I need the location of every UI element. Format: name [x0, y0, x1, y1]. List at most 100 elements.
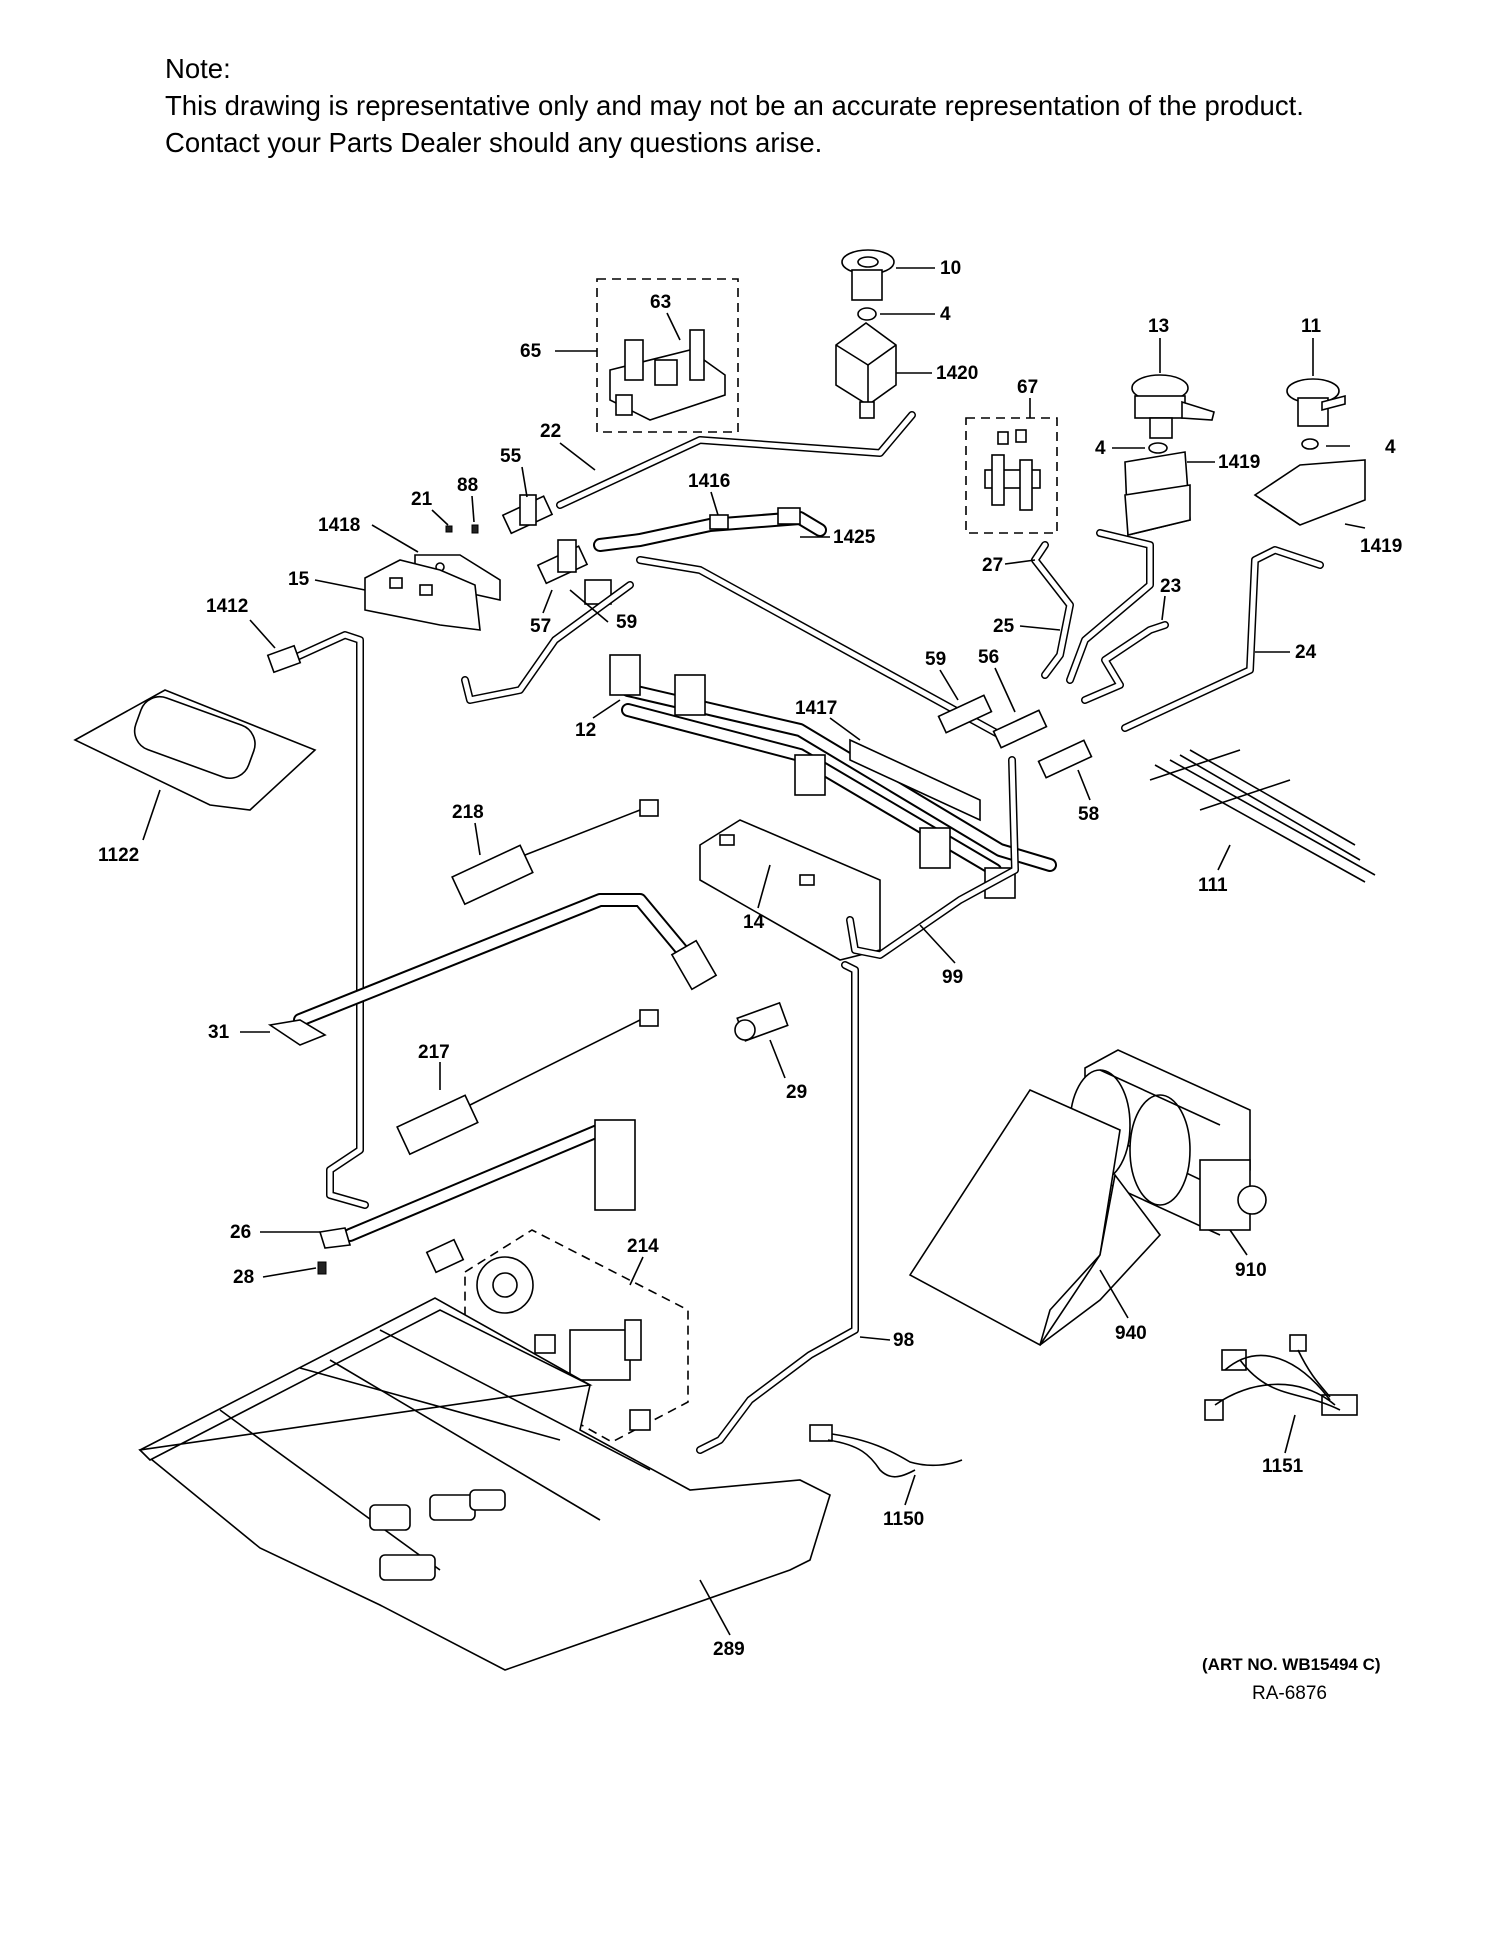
note-heading: Note: — [165, 53, 231, 84]
igniter-218 — [451, 799, 659, 906]
callout-218: 218 — [452, 802, 484, 823]
callout-111: 111 — [1198, 875, 1228, 896]
burner-31-end — [670, 939, 718, 991]
thermostat-10 — [841, 249, 895, 301]
valve-58 — [1037, 739, 1093, 779]
callout-26: 26 — [230, 1222, 251, 1243]
callout-58: 58 — [1078, 804, 1099, 825]
plate-1122 — [73, 689, 317, 811]
callout-214: 214 — [627, 1236, 659, 1257]
igniter-217 — [396, 1009, 659, 1156]
washer-4b — [1148, 442, 1168, 454]
callout-29: 29 — [786, 1082, 807, 1103]
tube-22 — [556, 411, 916, 509]
fitting-1412 — [266, 644, 302, 674]
bracket-26 — [318, 1227, 352, 1249]
callout-10: 10 — [940, 258, 961, 279]
callout-4: 4 — [940, 304, 951, 325]
callout-31: 31 — [208, 1022, 230, 1043]
callout-1412: 1412 — [206, 596, 248, 617]
valve-56 — [992, 709, 1048, 749]
callout-labels: 10 4 63 65 1420 13 11 67 4 1419 4 1419 2… — [98, 258, 1402, 1660]
callout-21: 21 — [411, 489, 433, 510]
valve-assembly-67 — [984, 429, 1041, 511]
callout-59a: 59 — [616, 612, 637, 633]
ra-number: RA-6876 — [1252, 1683, 1327, 1704]
callout-15: 15 — [288, 569, 310, 590]
harness-111 — [1149, 749, 1376, 883]
bottom-pan-289 — [138, 1297, 831, 1671]
art-number: (ART NO. WB15494 C) — [1202, 1655, 1381, 1674]
callout-12: 12 — [575, 720, 596, 741]
callout-59b: 59 — [925, 649, 946, 670]
harness-1150 — [809, 1424, 963, 1478]
bracket-1417 — [849, 738, 981, 822]
washer-4a — [857, 307, 877, 321]
callout-13: 13 — [1148, 316, 1169, 337]
callout-1418: 1418 — [318, 515, 360, 536]
valve-57 — [536, 539, 589, 585]
callout-63: 63 — [650, 292, 671, 313]
callout-1419a: 1419 — [1218, 452, 1260, 473]
callout-27: 27 — [982, 555, 1003, 576]
callout-88: 88 — [457, 475, 478, 496]
callout-940: 940 — [1115, 1323, 1147, 1344]
callout-1122: 1122 — [98, 845, 139, 866]
callout-14: 14 — [743, 912, 765, 933]
regulator-214 — [425, 1238, 651, 1431]
tube-1412 — [286, 631, 369, 1209]
callout-289: 289 — [713, 1639, 745, 1660]
note-line-1: This drawing is representative only and … — [165, 90, 1304, 121]
burner-31-plate — [267, 1019, 327, 1046]
ignitor-1416 — [709, 514, 729, 530]
bracket-1419b — [1253, 459, 1366, 526]
bracket-14 — [699, 819, 881, 961]
screw-88 — [471, 524, 479, 534]
note-line-2: Contact your Parts Dealer should any que… — [165, 127, 823, 158]
tube-23 — [1081, 621, 1169, 704]
burner-26-fitting — [594, 1119, 636, 1211]
group-box-65 — [596, 278, 739, 433]
callout-28: 28 — [233, 1267, 254, 1288]
callout-99: 99 — [942, 967, 963, 988]
callout-55: 55 — [500, 446, 522, 467]
callout-65: 65 — [520, 341, 542, 362]
callout-1150: 1150 — [883, 1509, 924, 1530]
note-block: Note: This drawing is representative onl… — [165, 50, 1304, 161]
thermostat-11 — [1286, 378, 1346, 427]
callout-1417: 1417 — [795, 698, 837, 719]
callout-1151: 1151 — [1262, 1456, 1304, 1477]
group-box-67 — [965, 417, 1058, 534]
shroud-940 — [908, 1088, 1162, 1347]
bracket-15 — [364, 559, 481, 631]
thermostat-13 — [1131, 374, 1215, 439]
valve-59b — [937, 694, 993, 734]
callout-910: 910 — [1235, 1260, 1267, 1281]
screw-21 — [445, 525, 453, 533]
callout-1419b: 1419 — [1360, 536, 1402, 557]
callout-56: 56 — [978, 647, 999, 668]
callout-25: 25 — [993, 616, 1015, 637]
valve-55 — [501, 494, 554, 535]
callout-23: 23 — [1160, 576, 1181, 597]
callout-4c: 4 — [1385, 437, 1396, 458]
callout-22: 22 — [540, 421, 561, 442]
screw-28 — [317, 1261, 327, 1275]
callout-67: 67 — [1017, 377, 1038, 398]
callout-98: 98 — [893, 1330, 914, 1351]
callout-4b: 4 — [1095, 438, 1106, 459]
callout-1425: 1425 — [833, 527, 876, 548]
callout-11: 11 — [1301, 316, 1322, 337]
tube-24 — [1121, 546, 1324, 732]
harness-1151 — [1204, 1334, 1358, 1421]
callout-24: 24 — [1295, 642, 1317, 663]
fitting-29 — [734, 1001, 789, 1042]
callout-1420: 1420 — [936, 363, 978, 384]
washer-4c — [1301, 438, 1319, 450]
callout-217: 217 — [418, 1042, 450, 1063]
bracket-1420 — [835, 322, 897, 419]
leader-lines — [142, 267, 1366, 1636]
callout-57: 57 — [530, 616, 551, 637]
valve-assembly-65 — [609, 329, 726, 421]
